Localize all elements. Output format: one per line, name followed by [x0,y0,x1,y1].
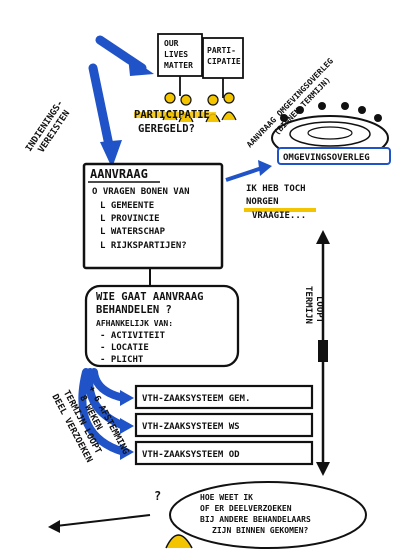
svg-text:VRAAGIE...: VRAAGIE... [252,211,306,221]
aanvraag-item: L GEMEENTE [100,201,154,211]
svg-text:VTH-ZAAKSYSTEEM OD: VTH-ZAAKSYSTEEM OD [142,450,240,460]
person-head-icon [164,92,176,104]
aanvraag-title: AANVRAAG [90,167,148,181]
blue-arrow-to-overleg [225,160,272,182]
svg-text:- LOCATIE: - LOCATIE [100,343,149,353]
vth-box-gem: VTH-ZAAKSYSTEEM GEM. [134,384,314,410]
termijn-loopt-arrow [316,230,330,476]
vth-box-od: VTH-ZAAKSYSTEEM OD [134,440,314,466]
person-head-icon [207,94,219,106]
sign1-line2: LIVES [164,50,188,59]
aanvraag-item: L WATERSCHAP [100,227,166,237]
svg-text:BEHANDELEN ?: BEHANDELEN ? [96,304,172,316]
person-head-icon [180,94,192,106]
svg-text:VTH-ZAAKSYSTEEM GEM.: VTH-ZAAKSYSTEEM GEM. [142,394,250,404]
blue-fan-arrows [78,368,128,456]
omgevingsoverleg-label: OMGEVINGSOVERLEG [283,153,370,163]
svg-text:BIJ ANDERE BEHANDELAARS: BIJ ANDERE BEHANDELAARS [200,515,311,524]
svg-text:NORGEN: NORGEN [246,197,279,207]
aanvraag-item: L PROVINCIE [100,214,160,224]
ik-heb-toch-vragen-note: IK HEB TOCH NORGEN VRAAGIE... [244,184,316,221]
question-bubble: HOE WEET IK OF ER DEELVERZOEKEN BIJ ANDE… [169,481,367,549]
aanvraag-box: AANVRAAG O VRAGEN BONEN VAN L GEMEENTE L… [82,162,224,270]
svg-text:ZIJN BINNEN GEKOMEN?: ZIJN BINNEN GEKOMEN? [212,526,309,535]
sign2-line1: PARTI- [207,46,236,55]
blue-arrow-top [88,35,154,168]
participatie-line1: PARTICIPATIE [134,109,210,121]
omgevingsoverleg-table: OMGEVINGSOVERLEG [271,102,391,165]
svg-text:VTH-ZAAKSYSTEEM WS: VTH-ZAAKSYSTEEM WS [142,422,240,432]
indieningsvereisten-label: INDIENINGS- VEREISTEN [24,99,72,155]
svg-text:HOE WEET IK: HOE WEET IK [200,493,253,502]
sign1-line3: MATTER [164,61,193,70]
participatie-line2: GEREGELD? [138,123,195,135]
svg-text:WIE GAAT AANVRAAG: WIE GAAT AANVRAAG [96,291,203,303]
svg-text:TERMIJN: TERMIJN [303,286,313,324]
svg-text:- ACTIVITEIT: - ACTIVITEIT [100,331,166,341]
sign2-line2: CIPATIE [207,57,241,66]
svg-text:AFHANKELIJK VAN:: AFHANKELIJK VAN: [96,319,173,328]
question-mark: ? [154,489,161,503]
svg-text:OF ER DEELVERZOEKEN: OF ER DEELVERZOEKEN [200,504,292,513]
aanvraag-item: O VRAGEN BONEN VAN [92,187,190,197]
participatie-label: PARTICIPATIE GEREGELD? [134,109,216,135]
aanvraag-item: L RIJKSPARTIJEN? [100,241,187,251]
svg-text:IK HEB TOCH: IK HEB TOCH [246,184,306,194]
termijn-loopt-label: TERMIJN LOOPT [303,286,324,324]
svg-text:LOOPT: LOOPT [314,296,324,324]
sign1-line1: OUR [164,39,179,48]
wie-behandelt-box: WIE GAAT AANVRAAG BEHANDELEN ? AFHANKELI… [84,284,240,368]
vth-box-ws: VTH-ZAAKSYSTEEM WS [134,412,314,438]
svg-text:- PLICHT: - PLICHT [100,355,144,365]
person-head-icon [223,92,235,104]
